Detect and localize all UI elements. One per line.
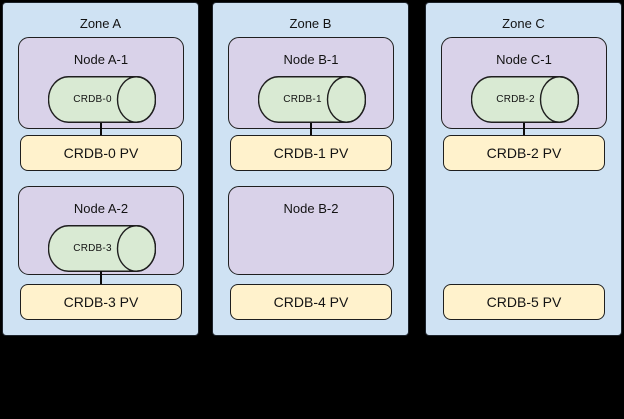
pv-box: CRDB-0 PV: [20, 135, 182, 171]
pv-label: CRDB-5 PV: [486, 294, 562, 310]
node-box-c1: Node C-1 CRDB-2: [441, 37, 607, 129]
db-cylinder: CRDB-3: [48, 225, 156, 272]
pv-label: CRDB-3 PV: [63, 294, 139, 310]
cylinder-label: CRDB-3: [73, 243, 112, 254]
node-label: Node C-1: [496, 52, 552, 67]
node-label: Node B-2: [283, 201, 339, 216]
cylinder-icon: [471, 76, 579, 123]
zone-panel-b: Zone B Node B-1 CRDB-1 CRDB-1 PV Node B-…: [212, 2, 409, 336]
cylinder-label: CRDB-2: [496, 94, 535, 105]
node-label: Node A-1: [73, 52, 129, 67]
node-box-b1: Node B-1 CRDB-1: [228, 37, 394, 129]
connector-line: [100, 271, 102, 285]
zone-label: Zone A: [79, 16, 122, 31]
cylinder-icon: [258, 76, 366, 123]
cylinder-label: CRDB-0: [73, 94, 112, 105]
connector-line: [310, 123, 312, 136]
cylinder-icon: [48, 225, 156, 272]
pv-label: CRDB-4 PV: [273, 294, 349, 310]
node-label: Node A-2: [73, 201, 129, 216]
zone-panel-c: Zone C Node C-1 CRDB-2 CRDB-2 PV CRDB-5 …: [425, 2, 622, 336]
zone-panel-a: Zone A Node A-1 CRDB-0 CRDB-0 PV Node A-…: [2, 2, 199, 336]
connector-line: [523, 123, 525, 136]
pv-label: CRDB-1 PV: [273, 145, 349, 161]
pv-box: CRDB-1 PV: [230, 135, 392, 171]
pv-label: CRDB-2 PV: [486, 145, 562, 161]
pv-box: CRDB-3 PV: [20, 284, 182, 320]
db-cylinder: CRDB-1: [258, 76, 366, 123]
node-box-a1: Node A-1 CRDB-0: [18, 37, 184, 129]
cylinder-label: CRDB-1: [283, 94, 322, 105]
node-box-b2: Node B-2: [228, 186, 394, 275]
connector-line: [100, 123, 102, 136]
pv-box: CRDB-5 PV: [443, 284, 605, 320]
db-cylinder: CRDB-2: [471, 76, 579, 123]
node-box-a2: Node A-2 CRDB-3: [18, 186, 184, 275]
node-label: Node B-1: [283, 52, 339, 67]
pv-label: CRDB-0 PV: [63, 145, 139, 161]
pv-box: CRDB-4 PV: [230, 284, 392, 320]
db-cylinder: CRDB-0: [48, 76, 156, 123]
zone-label: Zone C: [502, 16, 545, 31]
cylinder-icon: [48, 76, 156, 123]
zone-label: Zone B: [289, 16, 332, 31]
pv-box: CRDB-2 PV: [443, 135, 605, 171]
